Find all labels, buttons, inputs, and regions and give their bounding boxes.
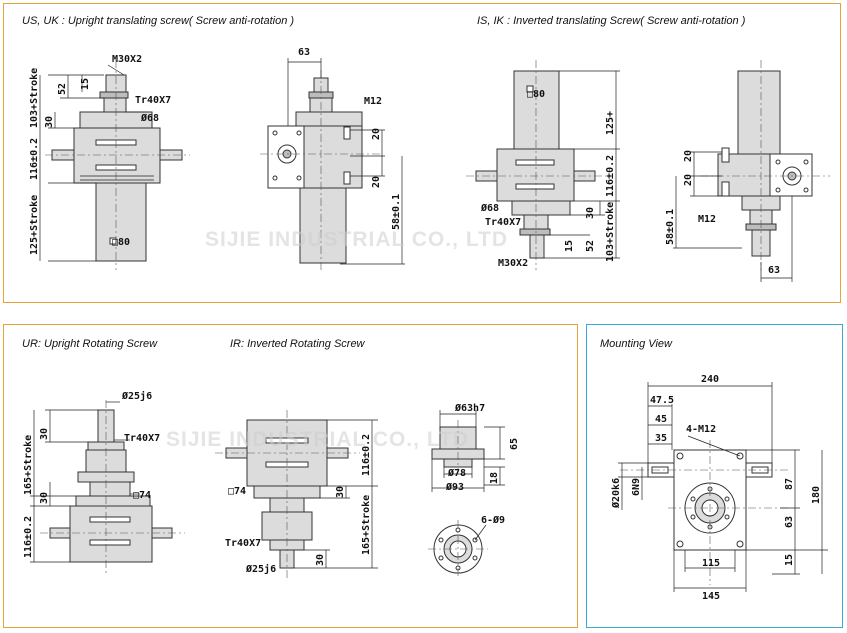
label-tr40x7-us: Tr40X7 xyxy=(135,95,171,106)
dim-45: 45 xyxy=(655,414,667,425)
dim-58-us: 58±0.1 xyxy=(391,194,402,230)
dim-125-is: 125+ xyxy=(605,111,616,135)
label-d68-us: Ø68 xyxy=(140,112,159,124)
dim-63-mount: 63 xyxy=(784,516,795,528)
dim-125-stroke-us: 125+Stroke xyxy=(29,195,40,255)
dim-116-is: 116±0.2 xyxy=(605,155,616,197)
label-d25j6-ir: Ø25j6 xyxy=(245,563,276,575)
us-uk-end-view xyxy=(260,58,405,270)
top-panel-frame xyxy=(3,3,841,303)
caption-ur: UR: Upright Rotating Screw xyxy=(22,338,158,350)
is-ik-end-view xyxy=(673,60,830,282)
dim-18: 18 xyxy=(489,472,500,484)
label-m30x2-is: M30X2 xyxy=(498,258,528,269)
dim-35: 35 xyxy=(655,433,667,444)
dim-63-is: 63 xyxy=(768,265,780,276)
dim-30b-ir: 30 xyxy=(315,554,326,566)
flange-nut-view xyxy=(428,410,505,578)
label-d63h7: Ø63h7 xyxy=(454,402,485,414)
label-sq80-us: □80 xyxy=(112,237,130,248)
dim-116-us: 116±0.2 xyxy=(29,138,40,180)
dim-165-stroke-ir: 165+Stroke xyxy=(361,495,372,555)
label-tr40x7-ir: Tr40X7 xyxy=(225,538,261,549)
label-6n9: 6N9 xyxy=(631,478,642,496)
mounting-panel-frame xyxy=(586,324,843,628)
dim-103-stroke-is: 103+Stroke xyxy=(605,202,616,262)
label-d68-is: Ø68 xyxy=(480,202,499,214)
dim-115: 115 xyxy=(702,558,720,569)
label-d78: Ø78 xyxy=(447,467,466,479)
caption-is-ik: IS, IK : Inverted translating Screw( Scr… xyxy=(477,15,746,27)
mounting-view xyxy=(618,382,828,592)
dim-20b-us: 20 xyxy=(371,176,382,188)
dim-116-ir: 116±0.2 xyxy=(361,434,372,476)
label-sq74-ir: □74 xyxy=(228,486,246,497)
dim-20a-us: 20 xyxy=(371,128,382,140)
label-sq74-ur: □74 xyxy=(133,490,151,501)
ir-view xyxy=(215,410,378,578)
watermark-bottom: SIJIE INDUSTRIAL CO., LTD xyxy=(166,428,470,451)
dim-103-stroke-us: 103+Stroke xyxy=(29,68,40,128)
label-d20k6: Ø20k6 xyxy=(610,478,622,509)
dim-30-us: 30 xyxy=(44,116,55,128)
label-tr40x7-ur: Tr40X7 xyxy=(124,433,160,444)
label-m30x2-us: M30X2 xyxy=(112,54,142,65)
dim-165-stroke-ur: 165+Stroke xyxy=(23,435,34,495)
dim-20a-is: 20 xyxy=(683,150,694,162)
dim-15-us: 15 xyxy=(80,78,91,90)
watermark-top: SIJIE INDUSTRIAL CO., LTD xyxy=(205,228,509,251)
label-6-d9: 6-Ø9 xyxy=(481,514,505,526)
caption-mounting: Mounting View xyxy=(600,338,672,350)
caption-ir: IR: Inverted Rotating Screw xyxy=(230,338,365,350)
dim-52-us: 52 xyxy=(57,83,68,95)
dim-65: 65 xyxy=(509,438,520,450)
dim-52-is: 52 xyxy=(585,240,596,252)
dim-15-mount: 15 xyxy=(784,554,795,566)
us-uk-side-view xyxy=(39,60,190,270)
dim-58-is: 58±0.1 xyxy=(665,209,676,245)
dim-116-ur: 116±0.2 xyxy=(23,516,34,558)
label-m12-us: M12 xyxy=(364,96,382,107)
is-ik-side-view xyxy=(466,60,620,270)
dim-30a-ur: 30 xyxy=(39,428,50,440)
ur-view xyxy=(30,400,185,575)
dim-30-is: 30 xyxy=(585,207,596,219)
label-d25j6-ur: Ø25j6 xyxy=(121,390,152,402)
caption-us-uk: US, UK : Upright translating screw( Scre… xyxy=(22,15,295,27)
label-sq80-is: □80 xyxy=(527,89,545,100)
dim-240: 240 xyxy=(701,374,719,385)
label-d93: Ø93 xyxy=(445,481,464,493)
dim-47-5: 47.5 xyxy=(650,395,674,406)
dim-15-is: 15 xyxy=(564,240,575,252)
dim-180: 180 xyxy=(811,486,822,504)
label-tr40x7-is: Tr40X7 xyxy=(485,217,521,228)
dim-30a-ir: 30 xyxy=(335,486,346,498)
dim-63-us: 63 xyxy=(298,47,310,58)
label-4-m12: 4-M12 xyxy=(686,424,716,435)
label-m12-is: M12 xyxy=(698,214,716,225)
dim-20b-is: 20 xyxy=(683,174,694,186)
dim-87: 87 xyxy=(784,478,795,490)
bottom-left-panel-frame xyxy=(3,324,578,628)
dim-145: 145 xyxy=(702,591,720,602)
dim-30b-ur: 30 xyxy=(39,492,50,504)
